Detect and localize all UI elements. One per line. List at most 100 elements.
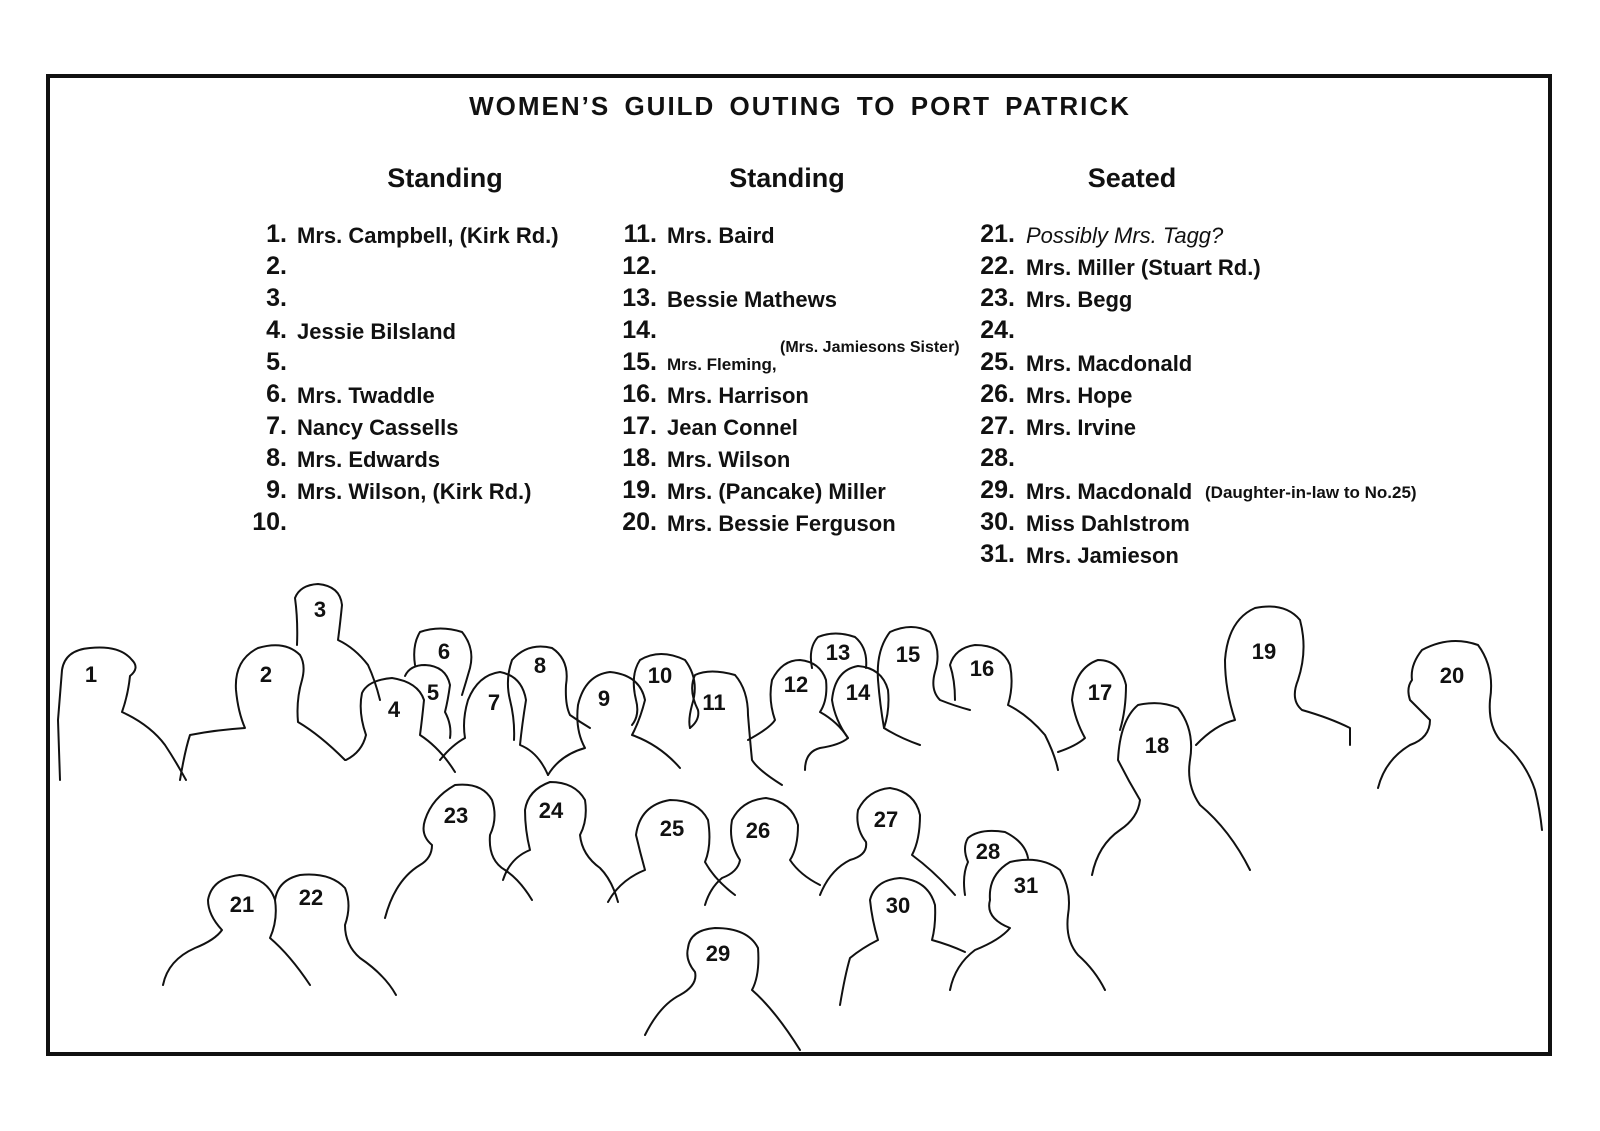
- figure-label: 2: [260, 662, 272, 687]
- figure-label: 27: [874, 807, 898, 832]
- entry-name: Mrs. (Pancake) Miller: [667, 479, 886, 504]
- entry-name: Nancy Cassells: [297, 415, 459, 440]
- figure-3: 3: [294, 583, 381, 701]
- figure-25: 25: [607, 799, 736, 903]
- entry-number: 2.: [266, 252, 287, 280]
- entry-number: 30.: [980, 508, 1015, 536]
- figure-28: 28: [963, 829, 1029, 896]
- figure-31: 31: [949, 858, 1106, 991]
- entry-name: Mrs. Twaddle: [297, 383, 435, 408]
- figure-label: 30: [886, 893, 910, 918]
- figure-17: 17: [1057, 659, 1127, 753]
- figure-5: 5: [404, 664, 452, 739]
- figure-label: 4: [388, 697, 401, 722]
- figure-label: 18: [1145, 733, 1169, 758]
- figure-label: 28: [976, 839, 1000, 864]
- figure-13: 13: [809, 632, 868, 669]
- entry-number: 29.: [980, 476, 1015, 504]
- figure-21: 21: [162, 874, 311, 986]
- entry-number: 7.: [266, 412, 287, 440]
- figure-label: 7: [488, 690, 500, 715]
- entry-number: 16.: [622, 380, 657, 408]
- figure-label: 17: [1088, 680, 1112, 705]
- figure-4: 4: [345, 677, 456, 773]
- figure-29: 29: [644, 927, 801, 1051]
- entry-number: 11.: [623, 220, 657, 248]
- entry-name: Mrs. Edwards: [297, 447, 441, 472]
- entry-name: Mrs. Campbell, (Kirk Rd.): [297, 223, 559, 248]
- figure-27: 27: [819, 787, 956, 896]
- figure-1: 1: [57, 646, 187, 781]
- entry-name: Jean Connel: [667, 415, 798, 440]
- entry-name: Mrs. Baird: [667, 223, 775, 248]
- figure-7: 7: [439, 671, 549, 776]
- figure-label: 9: [598, 686, 610, 711]
- entry-number: 5.: [266, 348, 287, 376]
- figure-9: 9: [547, 671, 681, 776]
- figure-14: 14: [804, 665, 921, 771]
- entry-number: 26.: [980, 380, 1015, 408]
- entry-name: Miss Dahlstrom: [1026, 511, 1190, 536]
- figure-19: 19: [1195, 605, 1351, 746]
- figure-label: 24: [539, 798, 564, 823]
- figure-11: 11: [689, 670, 783, 786]
- entry-note: (Mrs. Jamiesons Sister): [780, 339, 960, 356]
- figure-label: 3: [314, 597, 326, 622]
- figure-label: 1: [85, 662, 97, 687]
- figure-24: 24: [502, 781, 619, 903]
- entry-name: Mrs. Jamieson: [1026, 543, 1179, 568]
- figure-20: 20: [1377, 640, 1543, 831]
- entry-name: Mrs. Fleming,: [667, 355, 777, 374]
- figure-26: 26: [704, 797, 821, 906]
- figure-18: 18: [1091, 702, 1251, 876]
- entry-number: 13.: [622, 284, 657, 312]
- figure-30: 30: [839, 877, 966, 1006]
- figure-6: 6: [413, 627, 473, 696]
- figure-label: 25: [660, 816, 684, 841]
- entry-number: 23.: [980, 284, 1015, 312]
- entry-name: Mrs. Irvine: [1026, 415, 1137, 440]
- figure-10: 10: [631, 653, 696, 729]
- figure-12: 12: [747, 659, 849, 741]
- figure-label: 12: [784, 672, 808, 697]
- entry-number: 8.: [266, 444, 287, 472]
- figure-label: 5: [427, 680, 439, 705]
- entry-name: Mrs. Harrison: [667, 383, 809, 408]
- figure-label: 26: [746, 818, 770, 843]
- figure-label: 14: [846, 680, 871, 705]
- figure-label: 19: [1252, 639, 1276, 664]
- figure-label: 6: [438, 639, 450, 664]
- entry-number: 1.: [266, 220, 287, 248]
- figure-15: 15: [876, 626, 971, 729]
- entry-name: Mrs. Wilson: [667, 447, 791, 472]
- entry-number: 10.: [252, 508, 287, 536]
- page-border: [46, 74, 1552, 1056]
- entry-number: 20.: [622, 508, 657, 536]
- column-heading-standing-left: Standing: [387, 163, 503, 193]
- entry-name: Mrs. Wilson, (Kirk Rd.): [297, 479, 532, 504]
- figure-label: 8: [534, 653, 546, 678]
- entry-number: 24.: [980, 316, 1015, 344]
- entry-name: Mrs. Begg: [1026, 287, 1133, 312]
- entry-number: 22.: [980, 252, 1015, 280]
- entry-number: 19.: [622, 476, 657, 504]
- entry-number: 18.: [622, 444, 657, 472]
- figure-label: 20: [1440, 663, 1464, 688]
- figure-23: 23: [384, 783, 533, 919]
- entry-name: Mrs. Macdonald: [1026, 351, 1193, 376]
- figure-16: 16: [949, 644, 1059, 771]
- figure-label: 22: [299, 885, 323, 910]
- entry-note: (Daughter-in-law to No.25): [1205, 483, 1417, 502]
- entry-number: 12.: [622, 252, 657, 280]
- entry-number: 15.: [622, 348, 657, 376]
- figure-label: 10: [648, 663, 672, 688]
- entry-name: Mrs. Macdonald: [1026, 479, 1193, 504]
- entry-number: 6.: [266, 380, 287, 408]
- figure-label: 31: [1014, 873, 1038, 898]
- entry-number: 31.: [980, 540, 1015, 568]
- figure-2: 2: [179, 644, 346, 781]
- entry-name: Jessie Bilsland: [297, 319, 456, 344]
- figure-label: 21: [230, 892, 254, 917]
- column-heading-standing-middle: Standing: [729, 163, 845, 193]
- entry-number: 17.: [622, 412, 657, 440]
